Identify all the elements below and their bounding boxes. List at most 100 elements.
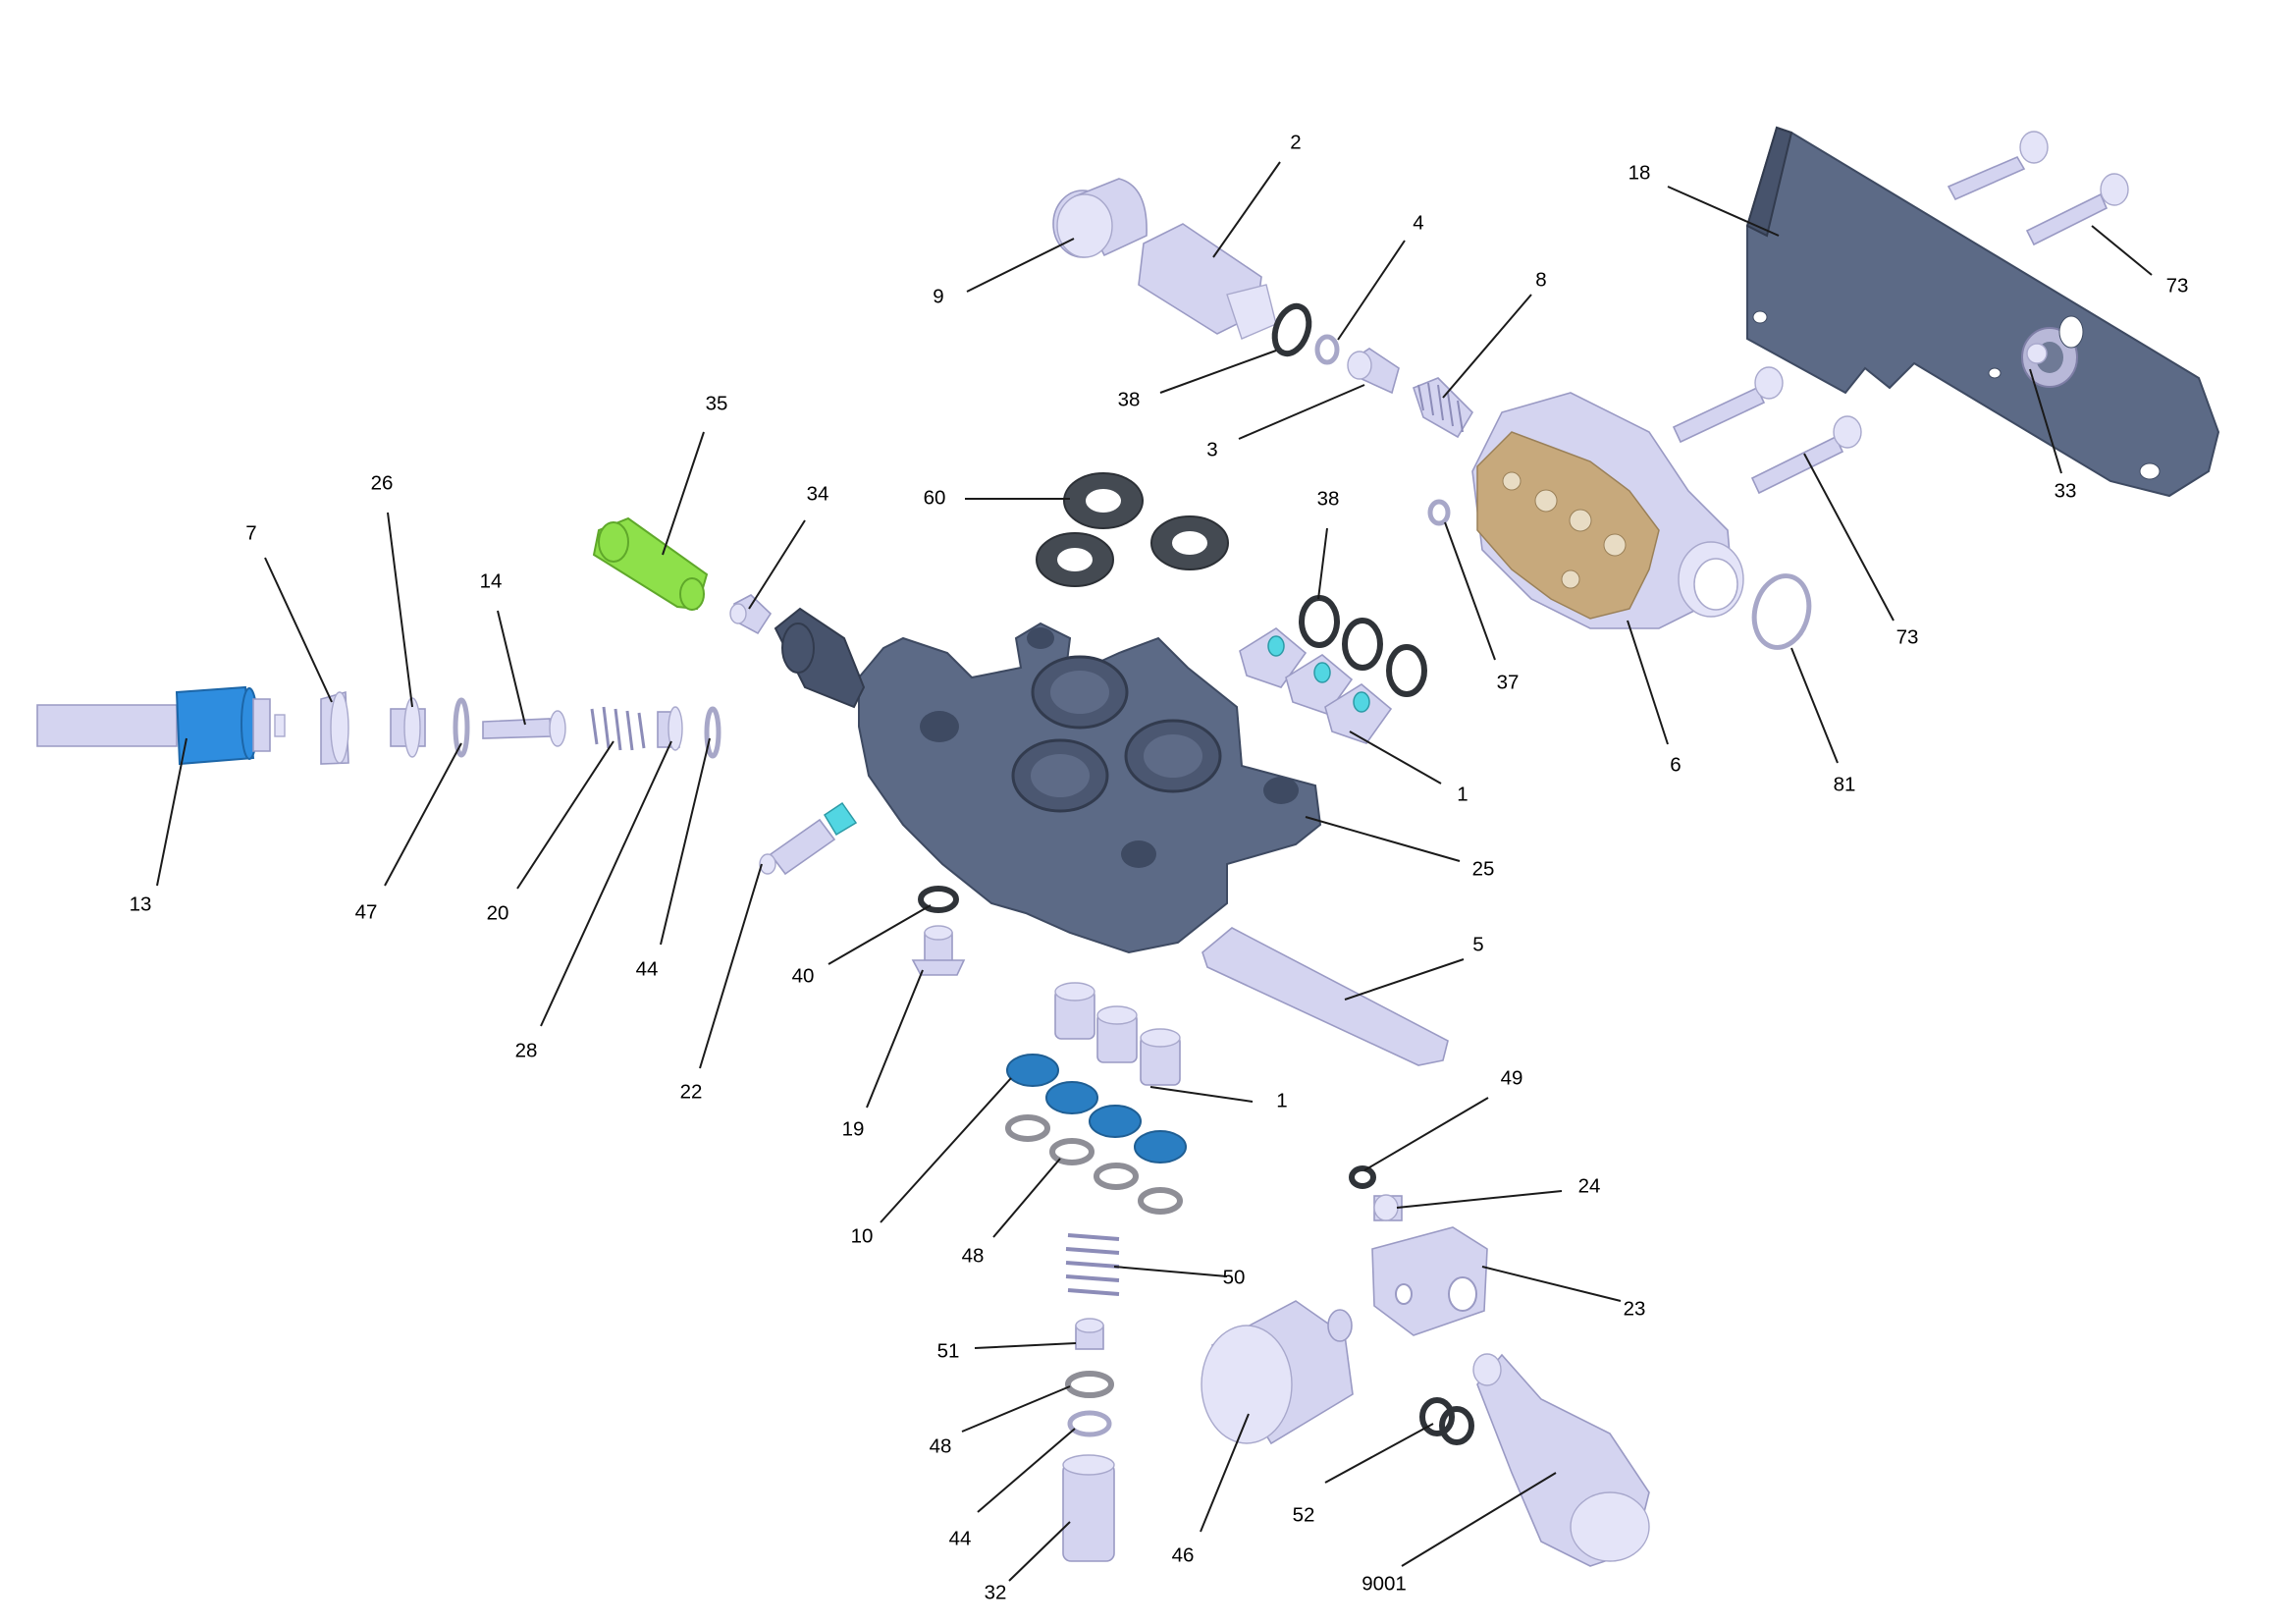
label-38a: 38 — [1118, 388, 1141, 410]
label-1b: 1 — [1276, 1089, 1287, 1111]
part-35-green-connector — [592, 516, 709, 611]
leader-38b — [1317, 527, 1328, 600]
leader-28 — [540, 740, 672, 1027]
leader-18 — [1667, 186, 1780, 237]
leader-44a — [660, 737, 711, 946]
part-47-ring — [453, 697, 470, 758]
leader-48b — [961, 1385, 1071, 1433]
part-23-block — [1371, 1226, 1488, 1336]
part-9-sleeve — [1052, 178, 1148, 258]
label-14: 14 — [480, 569, 503, 592]
leader-47 — [384, 742, 462, 887]
leader-37 — [1444, 521, 1496, 661]
label-3: 3 — [1206, 438, 1217, 460]
leader-7 — [264, 557, 333, 703]
label-81: 81 — [1834, 773, 1856, 795]
part-37-ring — [1427, 499, 1451, 526]
label-23: 23 — [1624, 1297, 1646, 1320]
part-6-manifold — [1471, 392, 1744, 629]
leader-73a — [2091, 225, 2153, 276]
label-73b: 73 — [1896, 625, 1919, 648]
label-60: 60 — [924, 486, 946, 509]
part-40-oring — [918, 886, 959, 913]
label-28: 28 — [515, 1039, 538, 1061]
part-51-cap — [1075, 1318, 1104, 1350]
part-44-ring-left — [704, 706, 721, 759]
leader-1a — [1349, 731, 1442, 785]
leader-14 — [497, 610, 526, 726]
part-49-oring — [1349, 1165, 1376, 1189]
part-33-bushing — [2026, 343, 2048, 364]
part-50-spring — [1065, 1233, 1120, 1296]
leader-49 — [1363, 1097, 1489, 1171]
part-14-pin — [482, 710, 566, 747]
part-7-bushing — [320, 690, 349, 765]
part-1-valves-lower — [1054, 982, 1181, 1086]
leader-22 — [699, 863, 763, 1069]
leader-2 — [1212, 161, 1281, 258]
leader-50 — [1113, 1266, 1228, 1277]
leader-32 — [1008, 1521, 1071, 1582]
part-8-spring — [1413, 377, 1474, 439]
part-5-plate — [1201, 927, 1449, 1066]
leader-51 — [974, 1342, 1077, 1349]
leader-25 — [1305, 816, 1461, 862]
leader-33 — [2029, 368, 2062, 474]
part-73-bolts — [1672, 131, 2129, 495]
leader-26 — [387, 512, 413, 708]
leader-10 — [880, 1077, 1012, 1223]
part-34-fitting — [729, 594, 773, 635]
label-73a: 73 — [2166, 274, 2189, 297]
label-19: 19 — [842, 1117, 865, 1140]
part-13-blue-assembly — [36, 685, 286, 766]
label-9: 9 — [933, 285, 943, 307]
leader-6 — [1627, 620, 1669, 745]
part-labels: 2 4 8 9 18 73 38 3 35 60 34 38 33 26 7 1… — [130, 131, 2189, 1603]
part-48-ring-lower — [1065, 1371, 1114, 1398]
leader-38a — [1159, 350, 1277, 394]
leader-35 — [662, 431, 705, 556]
label-40: 40 — [792, 964, 815, 987]
part-19-plug — [911, 925, 966, 976]
leader-48a — [992, 1158, 1061, 1238]
part-60-seals — [1036, 472, 1229, 587]
leader-4 — [1337, 240, 1406, 341]
label-6: 6 — [1670, 753, 1681, 776]
label-47: 47 — [355, 900, 378, 923]
part-18-bracket — [1745, 126, 2220, 498]
part-20-spring — [590, 706, 646, 751]
label-48a: 48 — [962, 1244, 985, 1267]
label-20: 20 — [487, 901, 509, 924]
part-25-pump-housing — [774, 607, 1322, 954]
label-34: 34 — [807, 482, 829, 505]
label-32: 32 — [985, 1581, 1007, 1603]
part-28-stack — [657, 706, 683, 751]
label-48b: 48 — [930, 1435, 952, 1457]
part-10-blue-seals — [1006, 1054, 1187, 1164]
leader-34 — [748, 519, 806, 610]
label-4: 4 — [1413, 211, 1423, 234]
part-1-valves-upper — [1239, 627, 1393, 744]
part-26-piston — [390, 697, 426, 758]
label-25: 25 — [1472, 857, 1495, 880]
label-5: 5 — [1472, 933, 1483, 955]
leader-24 — [1396, 1190, 1563, 1209]
leader-1b — [1149, 1086, 1254, 1103]
label-1a: 1 — [1457, 783, 1468, 805]
part-9001-accumulator — [1472, 1353, 1650, 1567]
label-38b: 38 — [1317, 487, 1340, 510]
part-46-cylinder — [1201, 1300, 1354, 1445]
part-81-oring — [1751, 573, 1812, 650]
part-32-plug — [1062, 1454, 1115, 1562]
label-26: 26 — [371, 471, 394, 494]
label-2: 2 — [1290, 131, 1301, 153]
part-48-rings — [1005, 1114, 1183, 1215]
leader-46 — [1200, 1413, 1250, 1533]
label-49: 49 — [1501, 1066, 1523, 1089]
label-46: 46 — [1172, 1543, 1195, 1566]
label-51: 51 — [937, 1339, 960, 1362]
label-13: 13 — [130, 893, 152, 915]
leader-52 — [1324, 1423, 1434, 1484]
part-38-oring-top — [1271, 302, 1312, 357]
